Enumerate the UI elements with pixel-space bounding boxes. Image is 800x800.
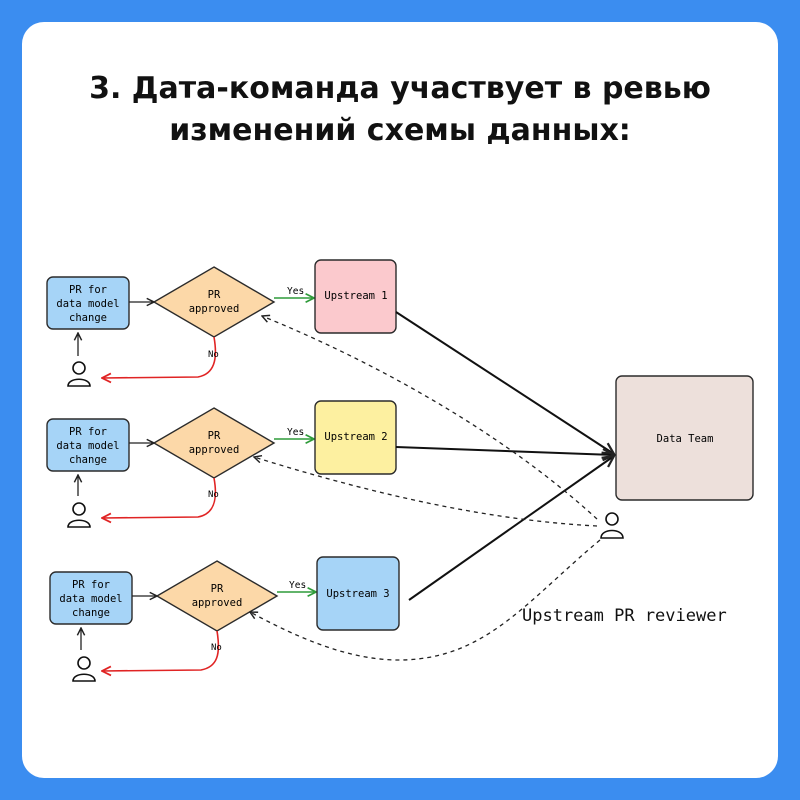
pr-box-2-line-2: data model [56, 440, 119, 452]
pr-box-1 [46, 276, 130, 330]
page-title: 3. Дата-команда участвует в ревью измене… [0, 68, 800, 152]
decision-3-line-2: approved [192, 597, 243, 609]
yes-label-2: Yes [287, 427, 304, 438]
no-label-1: No [208, 350, 219, 360]
pr-box-3 [49, 571, 133, 625]
pr-box-3-line-2: data model [59, 593, 122, 605]
yes-label-3: Yes [289, 580, 306, 591]
decision-diamond-3 [155, 560, 279, 632]
reviewer-person-icon [600, 512, 624, 539]
no-label-3: No [211, 643, 222, 653]
person-icon [67, 502, 91, 528]
person-icon [67, 361, 91, 387]
reviewer-to-decision-1-arrow [262, 316, 598, 520]
flow-2: PR for data model change PR approved Yes… [46, 400, 397, 528]
no-arrow-3 [102, 630, 220, 671]
decision-3-line-1: PR [211, 583, 224, 595]
person-icon [72, 656, 96, 682]
pr-box-2 [46, 418, 130, 472]
decision-1-line-2: approved [189, 303, 240, 315]
upstream-box-1 [314, 259, 397, 334]
title-line-1: 3. Дата-команда участвует в ревью [89, 71, 711, 106]
data-team-label: Data Team [657, 433, 714, 445]
yes-label-1: Yes [287, 286, 304, 297]
decision-2-line-1: PR [208, 430, 221, 442]
upstream-2-label: Upstream 2 [324, 431, 387, 443]
upstream-3-to-data-team-arrow [408, 456, 614, 601]
decision-2-line-2: approved [189, 444, 240, 456]
upstream-1-label: Upstream 1 [324, 290, 387, 302]
title-line-2: изменений схемы данных: [169, 113, 631, 148]
upstream-1-to-data-team-arrow [395, 311, 614, 454]
decision-diamond-1 [152, 266, 276, 338]
upstream-box-3 [316, 556, 400, 631]
upstream-2-to-data-team-arrow [395, 446, 614, 455]
reviewer-to-decision-3-arrow [250, 539, 601, 661]
pr-box-1-line-1: PR for [69, 284, 107, 296]
flow-3: PR for data model change PR approved Yes… [49, 556, 400, 682]
pr-box-3-line-3: change [72, 607, 110, 619]
decision-1-line-1: PR [208, 289, 221, 301]
pr-box-3-line-1: PR for [72, 579, 110, 591]
pr-box-1-line-3: change [69, 312, 107, 324]
data-team-box [615, 375, 754, 501]
decision-diamond-2 [152, 407, 276, 479]
upstream-3-label: Upstream 3 [326, 588, 389, 600]
pr-box-1-line-2: data model [56, 298, 119, 310]
flow-1: PR for data model change PR approved Yes… [46, 259, 397, 387]
pr-box-2-line-3: change [69, 454, 107, 466]
reviewer-label: Upstream PR reviewer [522, 606, 727, 626]
upstream-box-2 [314, 400, 397, 475]
no-label-2: No [208, 490, 219, 500]
no-arrow-1 [102, 336, 217, 378]
pr-box-2-line-1: PR for [69, 426, 107, 438]
reviewer-to-decision-2-arrow [254, 457, 598, 527]
no-arrow-2 [102, 477, 217, 518]
